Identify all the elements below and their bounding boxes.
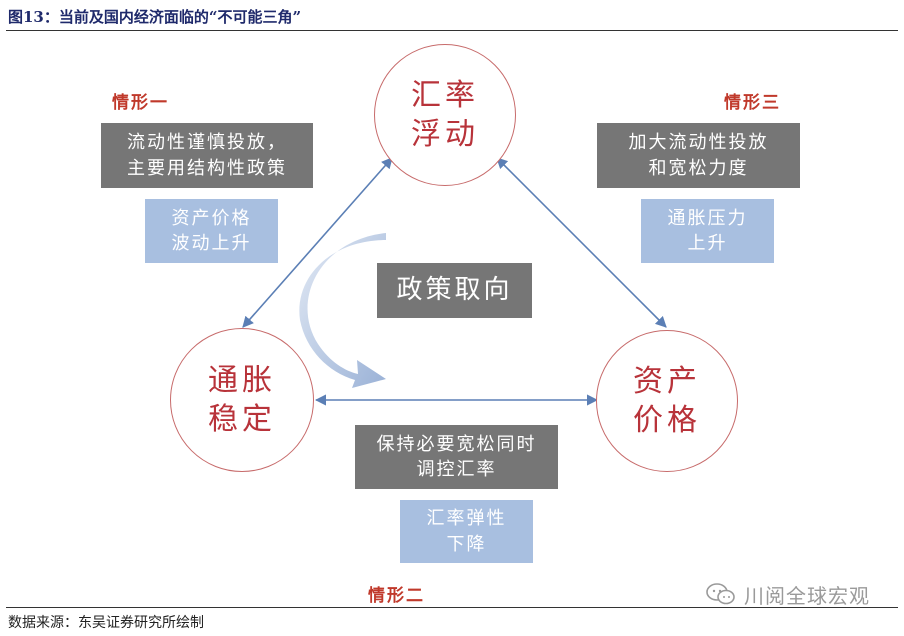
arrow-exchange-inflation xyxy=(242,157,393,328)
policy-orientation-label: 政策取向 xyxy=(377,263,532,318)
node-inflation-stable: 通胀 稳定 xyxy=(170,328,314,472)
scenario-one-effect: 资产价格 波动上升 xyxy=(145,199,278,263)
scenario-two-effect: 汇率弹性 下降 xyxy=(400,500,533,563)
bottom-rule xyxy=(6,607,898,608)
scenario-one-policy: 流动性谨慎投放， 主要用结构性政策 xyxy=(101,123,313,188)
scenario-three-effect: 通胀压力 上升 xyxy=(641,199,774,263)
scenario-one-label: 情形一 xyxy=(112,93,169,113)
wechat-icon xyxy=(706,583,735,605)
top-rule xyxy=(6,30,898,31)
watermark-text: 川阅全球宏观 xyxy=(744,583,870,608)
scenario-three-policy: 加大流动性投放 和宽松力度 xyxy=(597,123,800,188)
policy-swoosh-arrow xyxy=(299,233,386,388)
scenario-two-label: 情形二 xyxy=(368,586,425,606)
watermark: 川阅全球宏观 xyxy=(706,580,870,608)
node-asset-price: 资产 价格 xyxy=(596,330,738,472)
scenario-three-label: 情形三 xyxy=(724,93,781,113)
arrow-exchange-asset xyxy=(496,157,667,328)
scenario-two-policy: 保持必要宽松同时 调控汇率 xyxy=(355,425,558,489)
figure-title: 图13：当前及国内经济面临的“不可能三角” xyxy=(8,8,302,26)
node-exchange-rate-float: 汇率 浮动 xyxy=(374,44,516,186)
data-source: 数据来源：东吴证券研究所绘制 xyxy=(8,615,204,631)
